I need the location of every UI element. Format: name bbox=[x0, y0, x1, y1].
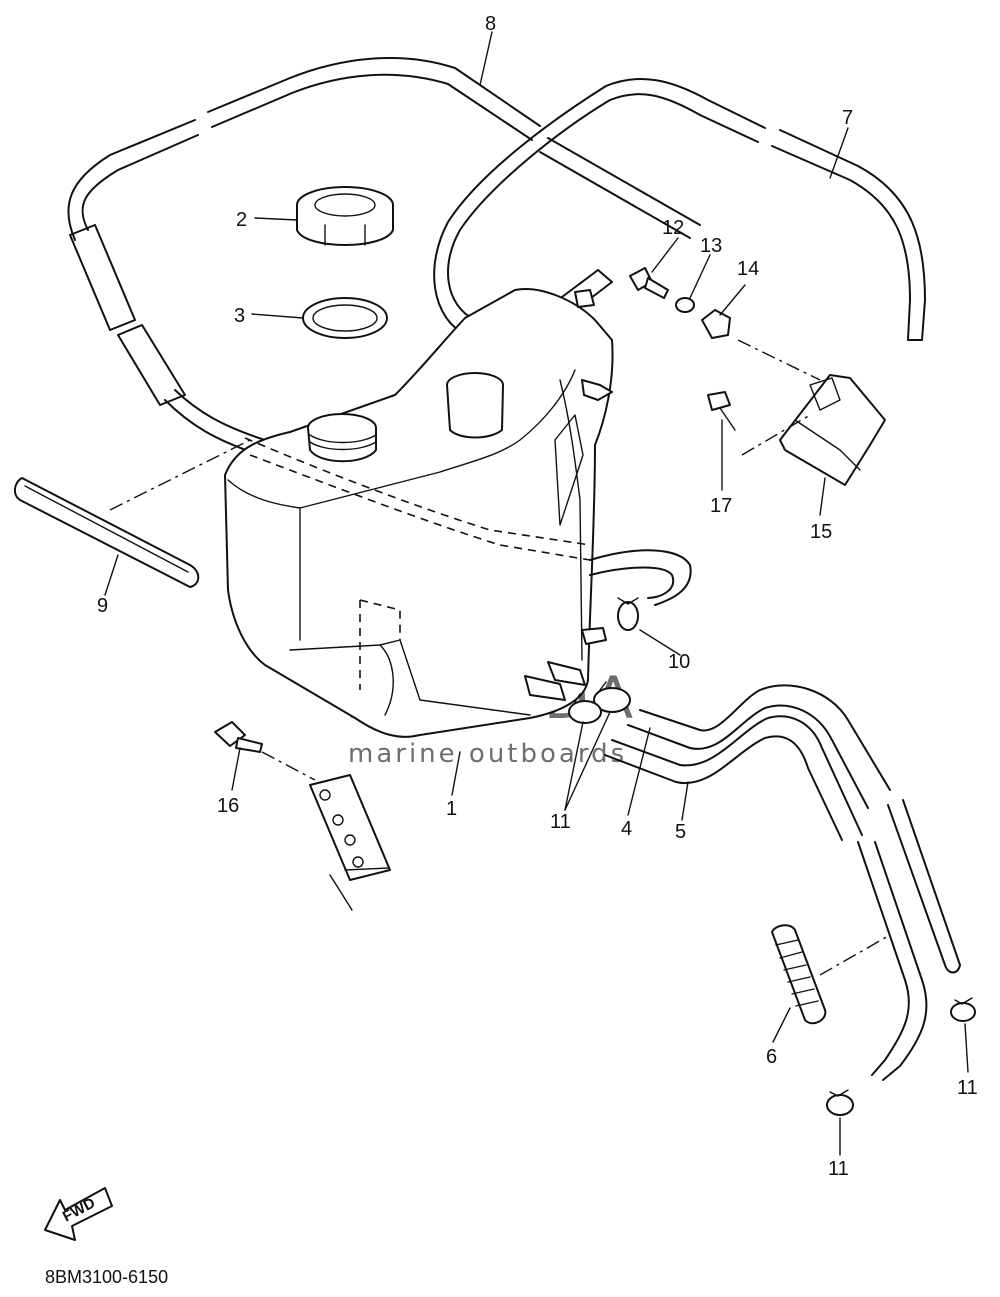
part-16-bolt bbox=[214, 721, 263, 753]
part-9-hose bbox=[14, 477, 200, 588]
callout-13: 13 bbox=[700, 235, 722, 257]
callout-17: 17 bbox=[710, 495, 732, 517]
fwd-arrow-icon: FWD bbox=[44, 1187, 113, 1241]
part-15-bracket bbox=[779, 374, 886, 486]
callout-5: 5 bbox=[675, 821, 686, 843]
part-3-gasket bbox=[302, 297, 388, 339]
callout-4: 4 bbox=[621, 818, 632, 840]
part-13-washer bbox=[675, 297, 695, 313]
leader-lines bbox=[104, 31, 969, 1156]
callout-2: 2 bbox=[236, 209, 247, 231]
part-2-tank-cap bbox=[296, 186, 394, 246]
callout-14: 14 bbox=[737, 258, 759, 280]
callout-6: 6 bbox=[766, 1046, 777, 1068]
mount-bracket bbox=[309, 774, 391, 911]
callout-8: 8 bbox=[485, 13, 496, 35]
part-5-hose bbox=[604, 715, 863, 841]
callout-15: 15 bbox=[810, 521, 832, 543]
callout-11-upper: 11 bbox=[550, 811, 571, 833]
part-11-clamp-lower bbox=[826, 1089, 854, 1116]
callout-1: 1 bbox=[446, 798, 457, 820]
callout-11-lower: 11 bbox=[828, 1158, 849, 1180]
part-6-sleeve bbox=[771, 924, 827, 1025]
part-17-screw bbox=[707, 391, 736, 431]
alignment-lines bbox=[109, 339, 891, 976]
callout-16: 16 bbox=[217, 795, 239, 817]
part-1-oil-tank bbox=[224, 288, 614, 738]
callout-labels: 8 7 2 3 9 12 13 14 15 17 10 1 11 4 5 6 1… bbox=[97, 13, 978, 1180]
callout-10: 10 bbox=[668, 651, 690, 673]
part-code: 8BM3100-6150 bbox=[45, 1267, 168, 1287]
callout-12: 12 bbox=[662, 217, 684, 239]
lower-hose-left bbox=[857, 841, 928, 1081]
part-14-collar bbox=[701, 309, 731, 339]
part-11-clamp-upper bbox=[568, 681, 631, 724]
part-11-clamp-right bbox=[950, 997, 976, 1022]
part-4-hose bbox=[627, 684, 891, 809]
lower-hose-right bbox=[887, 799, 961, 974]
part-10-clip bbox=[617, 597, 639, 631]
callout-11-right: 11 bbox=[957, 1077, 978, 1099]
callout-3: 3 bbox=[234, 305, 245, 327]
callout-9: 9 bbox=[97, 595, 108, 617]
part-8-vent-hose bbox=[67, 57, 701, 469]
part-12-bolt bbox=[629, 267, 669, 299]
callout-7: 7 bbox=[842, 107, 853, 129]
